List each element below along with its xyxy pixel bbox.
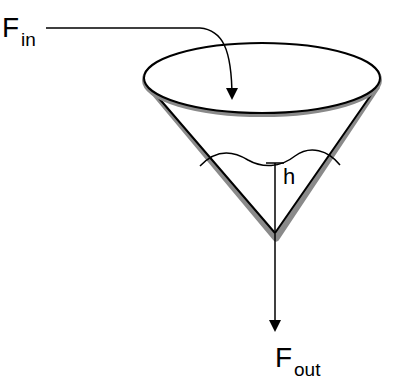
flow-subscript: out	[294, 360, 320, 379]
height-symbol: h	[283, 166, 295, 188]
flow-subscript: in	[21, 30, 36, 49]
inflow-arrow	[46, 28, 232, 98]
flow-symbol: F	[2, 14, 19, 42]
height-line	[274, 163, 276, 231]
height-tick	[266, 162, 284, 164]
flow-symbol: F	[275, 344, 292, 372]
cone-rim	[144, 43, 380, 113]
liquid-surface	[200, 150, 340, 166]
outflow-arrow	[274, 234, 276, 330]
